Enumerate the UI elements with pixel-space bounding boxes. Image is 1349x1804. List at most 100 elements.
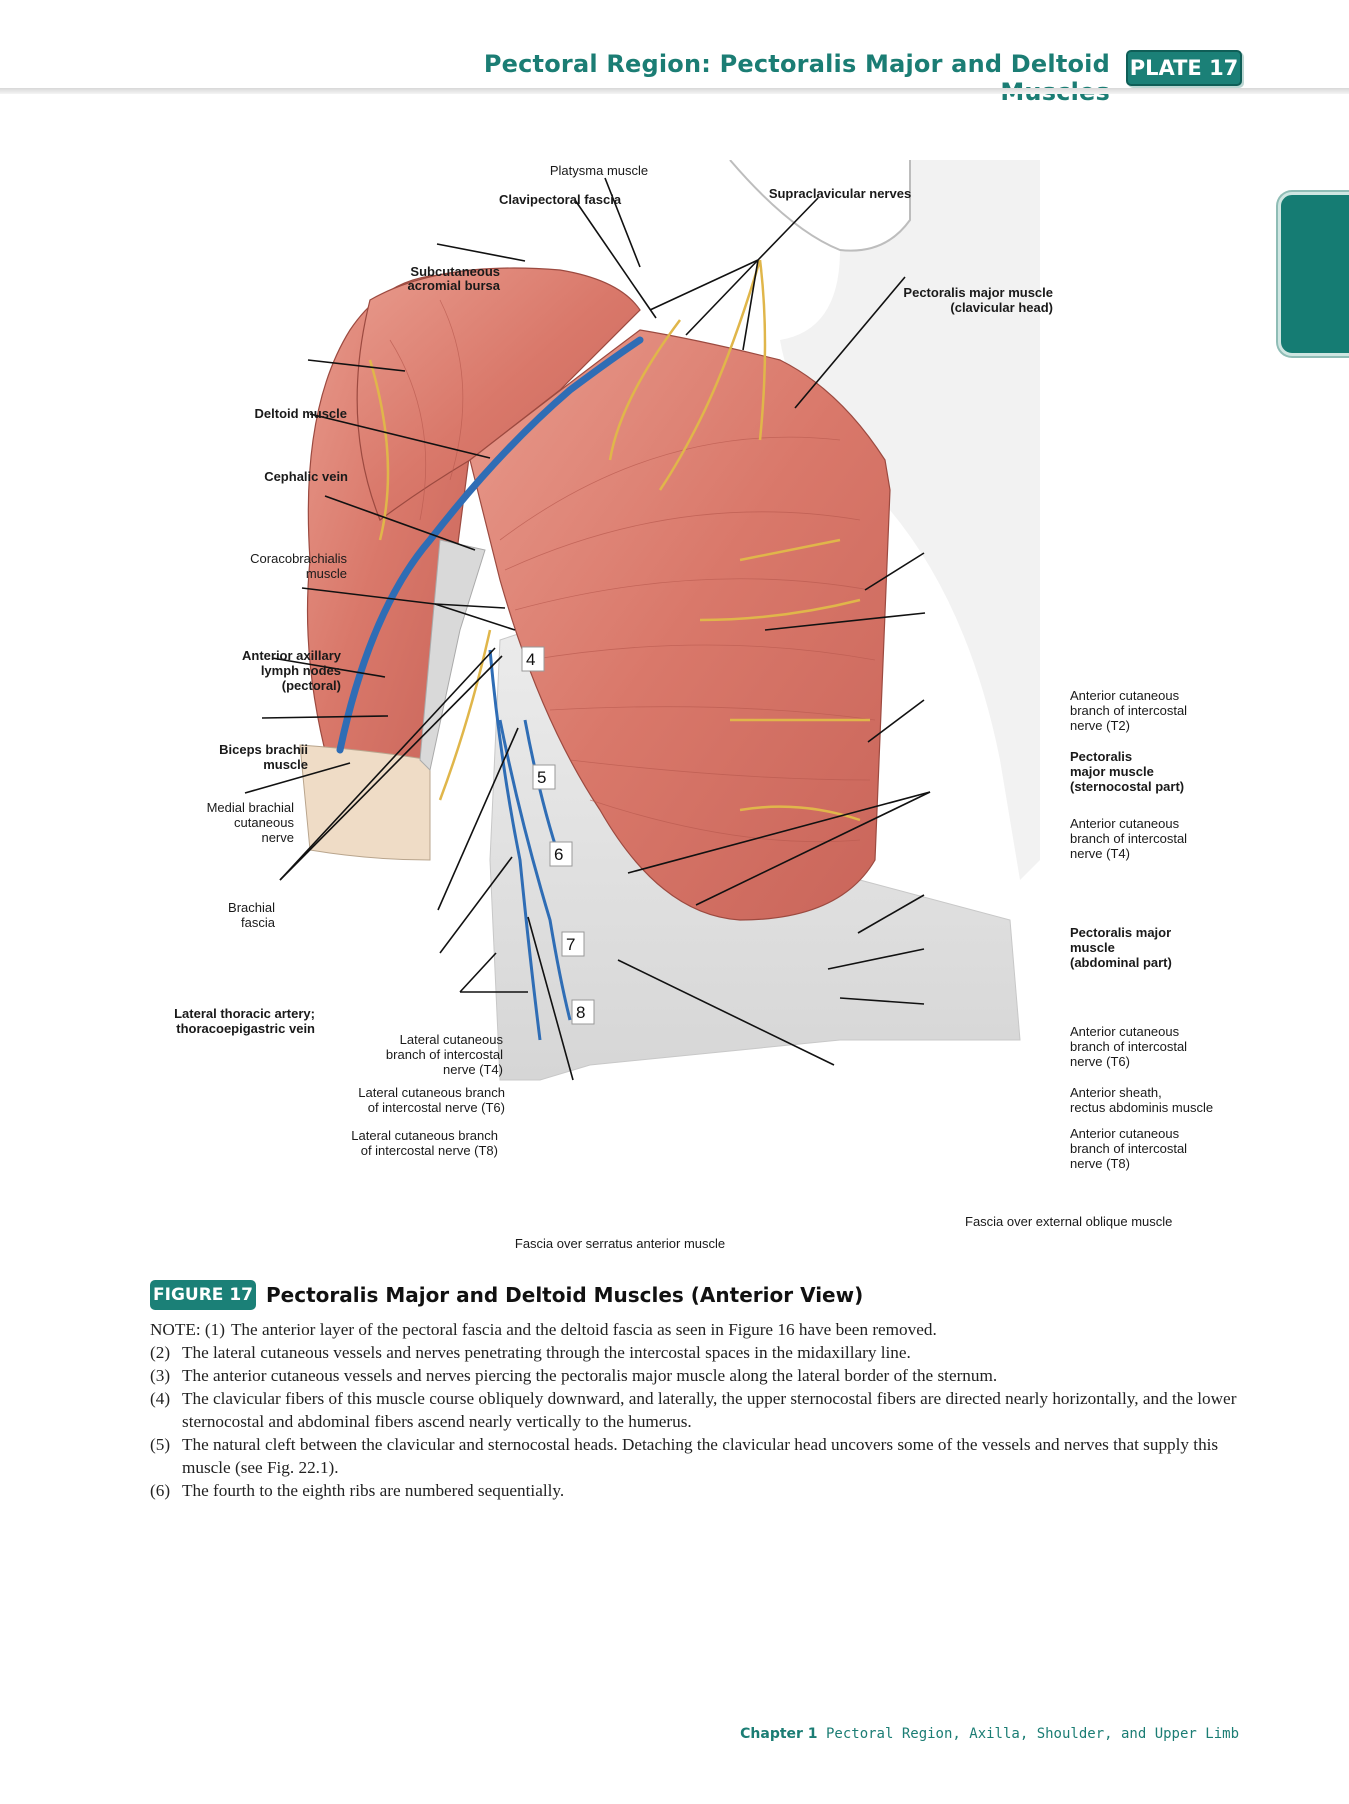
rib-number-5: 5	[532, 764, 556, 790]
label-ant-t4-3: nerve (T4)	[1070, 846, 1130, 861]
note-2: (2) The lateral cutaneous vessels and ne…	[150, 1341, 1240, 1364]
note-1-number: NOTE: (1)	[150, 1320, 225, 1339]
label-cephalic: Cephalic vein	[264, 469, 348, 484]
label-fascia-serratus: Fascia over serratus anterior muscle	[515, 1236, 725, 1251]
label-supraclavicular: Supraclavicular nerves	[769, 186, 911, 201]
rib-number-8: 8	[571, 999, 595, 1025]
plate-badge: PLATE 17	[1126, 50, 1242, 86]
label-pm-abd-2: muscle	[1070, 940, 1115, 955]
label-biceps-2: muscle	[263, 757, 308, 772]
label-pm-clav-2: (clavicular head)	[950, 300, 1053, 315]
label-medial-2: cutaneous	[234, 815, 294, 830]
neck-background	[730, 160, 1040, 880]
note-3: (3) The anterior cutaneous vessels and n…	[150, 1364, 1240, 1387]
label-pm-abd-1: Pectoralis major	[1070, 925, 1171, 940]
label-lat-cut-t8-1: Lateral cutaneous branch	[351, 1128, 498, 1143]
label-lat-cut-t8-2: of intercostal nerve (T8)	[361, 1143, 498, 1158]
label-pm-stern-1: Pectoralis	[1070, 749, 1132, 764]
label-lat-thoracic-2: thoracoepigastric vein	[176, 1021, 315, 1036]
label-axillary-1: Anterior axillary	[242, 648, 342, 663]
rib-number-6: 6	[549, 841, 573, 867]
muscle-fibers	[389, 299, 876, 843]
brachial-fascia-band	[299, 744, 431, 861]
label-pm-abd-3: (abdominal part)	[1070, 955, 1172, 970]
label-pm-clav-1: Pectoralis major muscle	[903, 285, 1053, 300]
label-medial-1: Medial brachial	[207, 800, 295, 815]
label-pm-stern-3: (sternocostal part)	[1070, 779, 1184, 794]
note-6-number: (6)	[150, 1481, 171, 1500]
label-ant-t2-3: nerve (T2)	[1070, 718, 1130, 733]
note-4-number: (4)	[150, 1389, 171, 1408]
plate-title: Pectoral Region: Pectoralis Major and De…	[483, 50, 1110, 106]
footer-chapter: Chapter 1	[740, 1726, 818, 1742]
neck-outline	[729, 160, 911, 252]
label-medial-3: nerve	[261, 830, 294, 845]
note-2-number: (2)	[150, 1343, 171, 1362]
label-ant-t4-2: branch of intercostal	[1070, 831, 1187, 846]
label-sheath-1: Anterior sheath,	[1070, 1085, 1162, 1100]
note-3-number: (3)	[150, 1366, 171, 1385]
label-ant-t4-1: Anterior cutaneous	[1070, 816, 1180, 831]
leader-lines	[244, 177, 931, 1081]
label-ant-t8-1: Anterior cutaneous	[1070, 1126, 1180, 1141]
label-fascia-oblique: Fascia over external oblique muscle	[965, 1214, 1172, 1229]
note-5: (5) The natural cleft between the clavic…	[150, 1433, 1240, 1479]
figure-labels: Platysma muscle Clavipectoral fascia Sup…	[174, 163, 1213, 1251]
header-divider	[0, 88, 1349, 94]
note-6: (6) The fourth to the eighth ribs are nu…	[150, 1479, 1240, 1502]
cephalic-vein	[336, 336, 644, 754]
chapter-side-tab	[1278, 192, 1349, 356]
label-lat-cut-t6-2: of intercostal nerve (T6)	[368, 1100, 505, 1115]
svg-text:8: 8	[576, 1003, 585, 1022]
label-deltoid: Deltoid muscle	[255, 406, 347, 421]
label-axillary-3: (pectoral)	[282, 678, 341, 693]
label-ant-t8-3: nerve (T8)	[1070, 1156, 1130, 1171]
svg-text:5: 5	[537, 768, 546, 787]
rib-number-4: 4	[521, 646, 545, 672]
nerves	[368, 259, 870, 822]
note-1: NOTE: (1) The anterior layer of the pect…	[150, 1318, 1240, 1341]
label-lat-thoracic-1: Lateral thoracic artery;	[174, 1006, 315, 1021]
label-ant-t2-1: Anterior cutaneous	[1070, 688, 1180, 703]
label-lat-cut-t6-1: Lateral cutaneous branch	[358, 1085, 505, 1100]
label-brachial-1: Brachial	[228, 900, 275, 915]
label-ant-t6-1: Anterior cutaneous	[1070, 1024, 1180, 1039]
svg-text:4: 4	[526, 650, 535, 669]
label-lat-cut-t4-2: branch of intercostal	[386, 1047, 503, 1062]
figure-notes: NOTE: (1) The anterior layer of the pect…	[150, 1318, 1240, 1502]
label-biceps-1: Biceps brachii	[219, 742, 308, 757]
pectoralis-major-shape	[469, 329, 891, 921]
label-sheath-2: rectus abdominis muscle	[1070, 1100, 1213, 1115]
label-subcutaneous-2: acromial bursa	[408, 278, 501, 293]
label-ant-t6-2: branch of intercostal	[1070, 1039, 1187, 1054]
label-platysma: Platysma muscle	[550, 163, 648, 178]
label-coraco-1: Coracobrachialis	[250, 551, 347, 566]
label-clavipectoral: Clavipectoral fascia	[499, 192, 622, 207]
note-4: (4) The clavicular fibers of this muscle…	[150, 1387, 1240, 1433]
label-axillary-2: lymph nodes	[261, 663, 341, 678]
note-3-text: The anterior cutaneous vessels and nerve…	[182, 1366, 998, 1385]
label-pm-stern-2: major muscle	[1070, 764, 1154, 779]
note-6-text: The fourth to the eighth ribs are number…	[182, 1481, 565, 1500]
label-lat-cut-t4-1: Lateral cutaneous	[400, 1032, 504, 1047]
note-4-text: The clavicular fibers of this muscle cou…	[182, 1389, 1237, 1431]
figure-badge: FIGURE 17	[150, 1280, 256, 1310]
note-2-text: The lateral cutaneous vessels and nerves…	[182, 1343, 911, 1362]
label-coraco-2: muscle	[306, 566, 347, 581]
label-ant-t2-2: branch of intercostal	[1070, 703, 1187, 718]
rib-number-7: 7	[561, 931, 585, 957]
label-ant-t6-3: nerve (T6)	[1070, 1054, 1130, 1069]
label-subcutaneous-1: Subcutaneous	[410, 264, 500, 279]
figure-title: Pectoralis Major and Deltoid Muscles (An…	[266, 1283, 864, 1307]
svg-text:6: 6	[554, 845, 563, 864]
page-footer: Chapter 1 Pectoral Region, Axilla, Shoul…	[740, 1726, 1239, 1742]
note-1-text: The anterior layer of the pectoral fasci…	[230, 1320, 937, 1339]
svg-text:7: 7	[566, 935, 575, 954]
note-5-text: The natural cleft between the clavicular…	[182, 1435, 1219, 1477]
label-ant-t8-2: branch of intercostal	[1070, 1141, 1187, 1156]
anatomical-illustration: 4 5 6 7 8	[140, 160, 1250, 1270]
label-lat-cut-t4-3: nerve (T4)	[443, 1062, 503, 1077]
footer-section: Pectoral Region, Axilla, Shoulder, and U…	[825, 1726, 1239, 1742]
illustration-svg: 4 5 6 7 8	[174, 160, 1213, 1251]
label-brachial-2: fascia	[241, 915, 276, 930]
